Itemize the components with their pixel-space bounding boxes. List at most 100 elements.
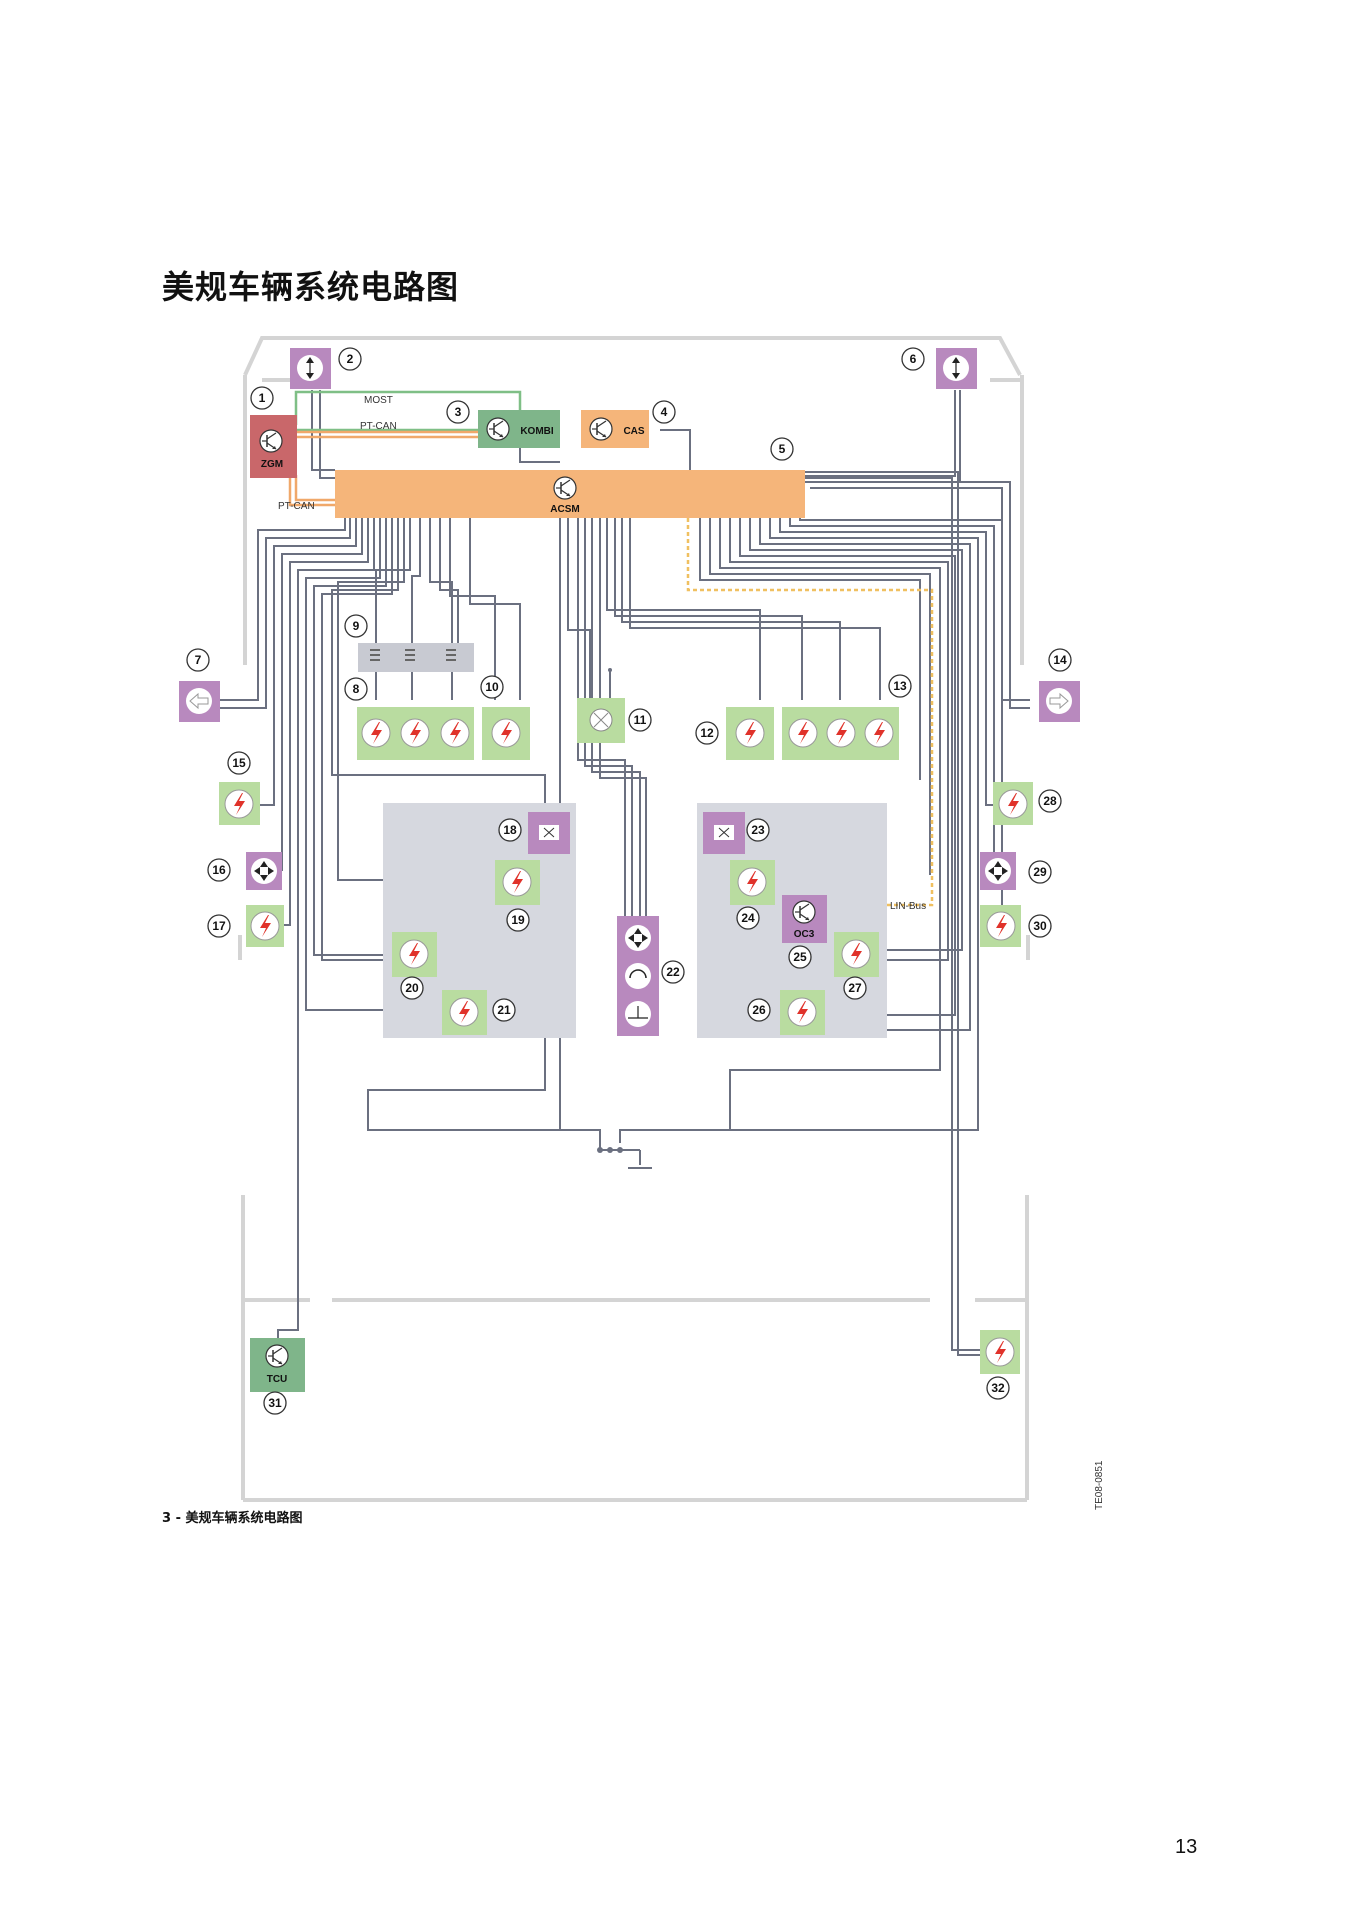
callout-14-text: 14 <box>1053 653 1067 667</box>
igniter-12 <box>726 707 774 760</box>
callout-18-text: 18 <box>503 823 517 837</box>
sensor-29 <box>980 852 1016 890</box>
tcu-label: TCU <box>267 1374 288 1385</box>
figure-id: TE08-0851 <box>1094 1460 1105 1510</box>
callout-26-text: 26 <box>752 1003 766 1017</box>
callout-18: 18 <box>498 818 522 842</box>
callout-17-text: 17 <box>212 919 226 933</box>
bus-lines <box>288 390 934 907</box>
sensor-22 <box>617 916 659 1036</box>
sensor-6 <box>936 348 977 389</box>
callout-17: 17 <box>207 914 231 938</box>
callout-29-text: 29 <box>1033 865 1047 879</box>
callout-16-text: 16 <box>212 863 226 877</box>
sensor-14 <box>1039 681 1080 722</box>
igniter-28 <box>993 782 1033 825</box>
callout-8-text: 8 <box>353 682 360 696</box>
acsm-label: ACSM <box>550 504 579 515</box>
callout-20: 20 <box>400 976 424 1000</box>
callout-30-text: 30 <box>1033 919 1047 933</box>
callout-25: 25 <box>788 945 812 969</box>
oc3-label: OC3 <box>794 929 815 940</box>
callout-12: 12 <box>695 721 719 745</box>
callout-32-text: 32 <box>991 1381 1005 1395</box>
ptcan-top-label: PT-CAN <box>360 421 397 432</box>
callout-15: 15 <box>227 751 251 775</box>
callout-6-text: 6 <box>910 352 917 366</box>
callout-23: 23 <box>746 818 770 842</box>
callout-1: 1 <box>250 386 274 410</box>
component-11 <box>577 668 625 743</box>
callout-24-text: 24 <box>741 911 755 925</box>
callout-21: 21 <box>492 998 516 1022</box>
callout-30: 30 <box>1028 914 1052 938</box>
callout-25-text: 25 <box>793 950 807 964</box>
sensor-18 <box>528 812 570 854</box>
callout-20-text: 20 <box>405 981 419 995</box>
callout-5: 5 <box>770 437 794 461</box>
callout-19-text: 19 <box>511 913 525 927</box>
callout-27: 27 <box>843 976 867 1000</box>
callout-11-text: 11 <box>634 713 647 727</box>
igniter-15 <box>219 782 260 825</box>
callout-15-text: 15 <box>232 756 246 770</box>
callout-23-text: 23 <box>751 823 765 837</box>
igniter-27 <box>834 932 879 977</box>
callout-19: 19 <box>506 908 530 932</box>
ground-symbol <box>597 1147 623 1153</box>
kombi-label: KOMBI <box>520 426 554 437</box>
callout-8: 8 <box>344 677 368 701</box>
igniter-group-8 <box>357 707 474 760</box>
sensor-16 <box>246 852 282 890</box>
sensor-2 <box>290 348 331 389</box>
igniter-20 <box>392 932 437 977</box>
callout-26: 26 <box>747 998 771 1022</box>
tcu-control-unit <box>250 1338 305 1392</box>
sensor-7 <box>179 681 220 722</box>
wiring-harness <box>220 390 1030 1356</box>
callout-2: 2 <box>338 347 362 371</box>
callout-7: 7 <box>186 648 210 672</box>
callout-13-text: 13 <box>893 679 907 693</box>
callout-3: 3 <box>446 400 470 424</box>
callout-32: 32 <box>986 1376 1010 1400</box>
oc3-control-unit <box>782 895 827 943</box>
most-label: MOST <box>364 395 393 406</box>
callout-10: 10 <box>480 675 504 699</box>
figure-caption: 3 - 美规车辆系统电路图 <box>162 1511 303 1526</box>
callout-14: 14 <box>1048 648 1072 672</box>
callout-28: 28 <box>1038 789 1062 813</box>
callout-2-text: 2 <box>347 352 354 366</box>
igniter-21 <box>442 990 487 1035</box>
vehicle-outline <box>238 336 1030 1502</box>
igniter-26 <box>780 990 825 1035</box>
callout-11: 11 <box>628 708 652 732</box>
callout-10-text: 10 <box>485 680 499 694</box>
callout-16: 16 <box>207 858 231 882</box>
igniter-10 <box>482 707 530 760</box>
callout-27-text: 27 <box>848 981 862 995</box>
callout-31: 31 <box>263 1391 287 1415</box>
callout-29: 29 <box>1028 860 1052 884</box>
callout-22: 22 <box>661 960 685 984</box>
igniter-group-13 <box>782 707 899 760</box>
callout-24: 24 <box>736 906 760 930</box>
callout-1-text: 1 <box>259 391 266 405</box>
page-title: 美规车辆系统电路图 <box>162 268 460 306</box>
callout-12-text: 12 <box>700 726 714 740</box>
igniter-32 <box>980 1330 1020 1374</box>
component-9 <box>358 643 474 672</box>
cas-label: CAS <box>623 426 644 437</box>
page-number: 13 <box>1175 1836 1198 1858</box>
igniter-24 <box>730 860 775 905</box>
callout-9: 9 <box>344 614 368 638</box>
lin-bus-label: LIN-Bus <box>890 901 926 912</box>
callout-28-text: 28 <box>1043 794 1057 808</box>
zgm-label: ZGM <box>261 459 283 470</box>
callout-7-text: 7 <box>195 653 202 667</box>
callout-5-text: 5 <box>779 442 786 456</box>
ptcan-bottom-label: PT-CAN <box>278 501 315 512</box>
